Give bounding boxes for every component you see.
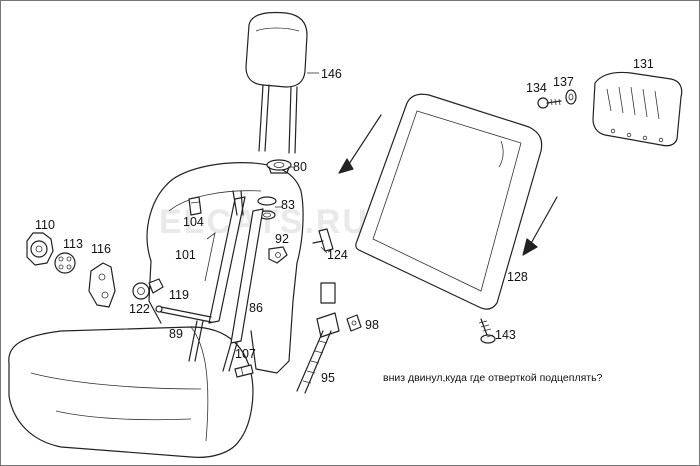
seat-cushion xyxy=(8,326,254,458)
rod-89 xyxy=(188,320,204,362)
leader-lines xyxy=(275,72,494,338)
label-124: 124 xyxy=(327,248,348,262)
label-101: 101 xyxy=(175,248,196,262)
guide-sleeve xyxy=(266,159,292,174)
cover-131 xyxy=(592,71,683,147)
label-83: 83 xyxy=(281,198,295,212)
rail-101 xyxy=(204,190,246,324)
label-122: 122 xyxy=(129,302,150,316)
label-143: 143 xyxy=(495,328,516,342)
belt-buckle-95 xyxy=(296,282,340,394)
rail-86 xyxy=(222,208,264,372)
label-113: 113 xyxy=(63,237,83,251)
knob-110 xyxy=(26,232,54,266)
label-80: 80 xyxy=(293,160,307,174)
label-131: 131 xyxy=(633,57,654,71)
label-89: 89 xyxy=(169,327,183,341)
label-134: 134 xyxy=(526,81,547,95)
label-146: 146 xyxy=(321,67,342,81)
clip-104 xyxy=(188,196,202,216)
screw-107 xyxy=(234,364,254,378)
label-107: 107 xyxy=(235,347,256,361)
arrow-right xyxy=(522,196,558,256)
screw-143 xyxy=(478,318,496,344)
label-137: 137 xyxy=(553,75,574,89)
seat-back-frame xyxy=(146,162,304,374)
back-panel-128 xyxy=(355,93,543,310)
pivot-122 xyxy=(132,278,164,300)
label-95: 95 xyxy=(321,371,335,385)
headrest xyxy=(245,11,308,154)
label-119: 119 xyxy=(169,288,189,302)
lever-119 xyxy=(155,305,212,323)
guide-tube xyxy=(257,196,277,220)
label-98: 98 xyxy=(365,318,379,332)
clip-98 xyxy=(346,314,362,332)
annotation-note: вниз двинул,куда где отверткой подцеплят… xyxy=(383,372,603,384)
label-116: 116 xyxy=(91,242,111,256)
label-128: 128 xyxy=(507,270,528,284)
bracket-92 xyxy=(268,246,288,264)
label-86: 86 xyxy=(249,301,263,315)
label-104: 104 xyxy=(183,215,204,229)
bracket-116 xyxy=(88,262,116,308)
label-110: 110 xyxy=(35,218,55,232)
washer-137 xyxy=(565,89,577,105)
screw-134 xyxy=(537,97,562,109)
clip-124 xyxy=(312,228,334,252)
washer-113 xyxy=(54,252,76,274)
label-92: 92 xyxy=(275,232,289,246)
arrow-left xyxy=(338,114,382,174)
